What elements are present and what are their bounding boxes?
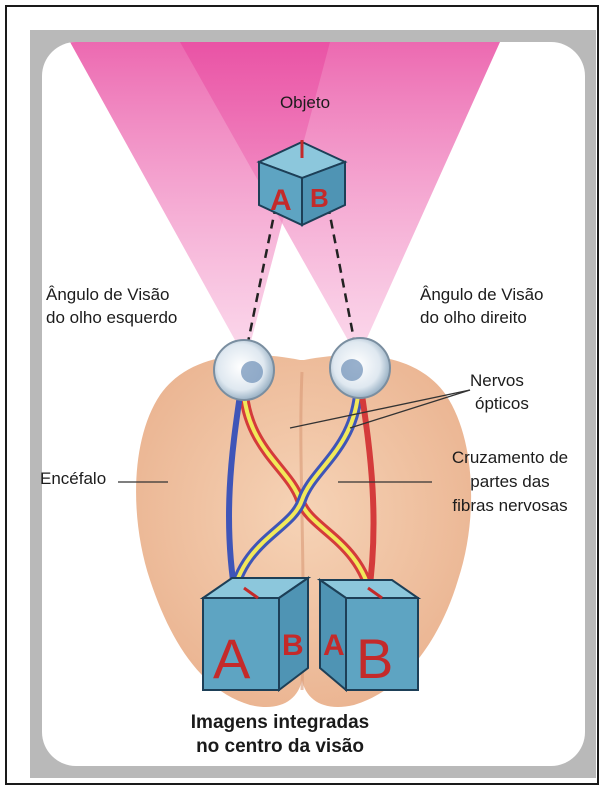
cube-right-letter-b: B bbox=[356, 627, 393, 690]
left-angle-label-line1: Ângulo de Visão bbox=[46, 285, 170, 304]
crossing-label-line2: partes das bbox=[470, 472, 550, 491]
right-angle-label-line2: do olho direito bbox=[420, 308, 527, 327]
nerves-pointer-right bbox=[349, 389, 471, 429]
crossing-label-line1: Cruzamento de bbox=[451, 448, 569, 467]
cube-top-letter-a: A bbox=[270, 184, 292, 217]
cube-right-letter-a: A bbox=[323, 629, 345, 662]
cube-left-letter-a: A bbox=[213, 627, 251, 690]
nerves-label-line2: ópticos bbox=[475, 394, 529, 413]
left-sight-line bbox=[244, 204, 278, 353]
object-cube: A B bbox=[256, 140, 348, 227]
brain-label: Encéfalo bbox=[40, 469, 107, 488]
object-label: Objeto bbox=[279, 93, 331, 112]
left-angle-label-line2: do olho esquerdo bbox=[46, 308, 178, 327]
left-image-cube: A B bbox=[199, 576, 312, 693]
caption-line1: Imagens integradas bbox=[190, 712, 370, 733]
right-angle-label-line1: Ângulo de Visão bbox=[420, 285, 544, 304]
cube-top-letter-b: B bbox=[310, 183, 329, 213]
caption: Imagens integradas no centro da visão bbox=[120, 711, 440, 759]
caption-line2: no centro da visão bbox=[196, 736, 364, 757]
nerves-label-line1: Nervos bbox=[470, 371, 524, 390]
cube-left-letter-b: B bbox=[282, 629, 304, 662]
right-sight-line bbox=[326, 204, 358, 351]
crossing-label-line3: fibras nervosas bbox=[452, 496, 568, 515]
optic-nerves bbox=[226, 390, 377, 605]
right-image-cube: A B bbox=[316, 578, 422, 693]
nerves-pointer-left bbox=[289, 389, 471, 429]
